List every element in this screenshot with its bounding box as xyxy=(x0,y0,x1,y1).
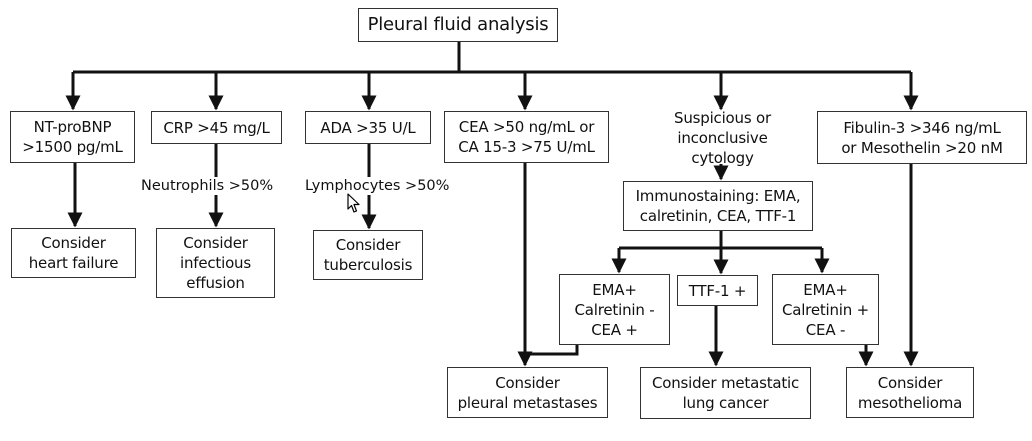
label-neutrophils: Neutrophils >50% xyxy=(140,177,275,195)
outcome-lung-cancer-box: Consider metastatic lung cancer xyxy=(640,367,811,419)
stain-ema-cea-box: EMA+ Calretinin - CEA + xyxy=(559,274,670,345)
test-cea-box: CEA >50 ng/mL or CA 15-3 >75 U/mL xyxy=(444,111,609,163)
outcome-infectious-box: Consider infectious effusion xyxy=(156,228,275,298)
title-box: Pleural fluid analysis xyxy=(358,8,558,42)
test-cytology-box: Suspicious or inconclusive cytology xyxy=(651,109,794,167)
arrow-ema-cea-to-metastases xyxy=(525,345,579,356)
mouse-cursor-icon xyxy=(347,193,360,213)
test-ntprobnp-box: NT-proBNP >1500 pg/mL xyxy=(10,111,135,163)
immunostaining-box: Immunostaining: EMA, calretinin, CEA, TT… xyxy=(623,181,813,231)
label-lymphocytes: Lymphocytes >50% xyxy=(304,177,451,195)
outcome-mesothelioma-box: Consider mesothelioma xyxy=(846,367,974,418)
test-ada-box: ADA >35 U/L xyxy=(305,111,431,144)
test-fibulin-box: Fibulin-3 >346 ng/mL or Mesothelin >20 n… xyxy=(817,111,1027,164)
test-crp-box: CRP >45 mg/L xyxy=(151,111,282,144)
stain-ttf1-box: TTF-1 + xyxy=(677,275,758,306)
outcome-tuberculosis-box: Consider tuberculosis xyxy=(313,230,423,280)
outcome-pleural-metastases-box: Consider pleural metastases xyxy=(447,367,608,418)
stain-ema-calret-box: EMA+ Calretinin + CEA - xyxy=(772,274,879,345)
outcome-heart-failure-box: Consider heart failure xyxy=(11,228,136,278)
